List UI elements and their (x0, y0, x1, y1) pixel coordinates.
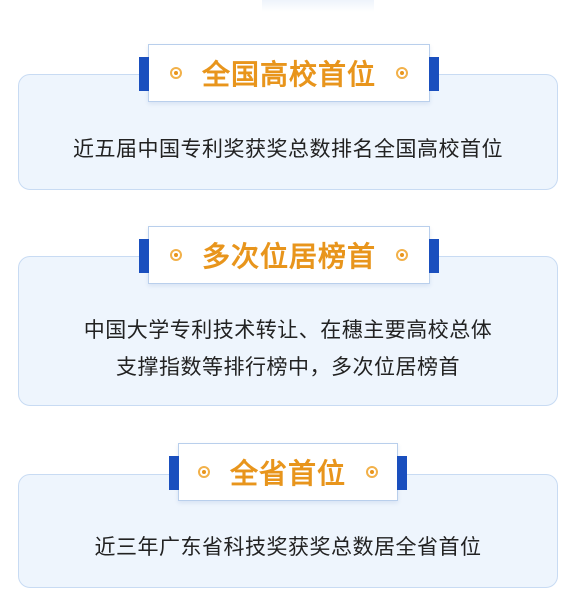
card-2-line-2: 支撑指数等排行榜中，多次位居榜首 (116, 355, 460, 379)
card-3-line-1: 近三年广东省科技奖获奖总数居全省首位 (94, 535, 482, 559)
card-1-line-1: 近五届中国专利奖获奖总数排名全国高校首位 (73, 137, 503, 161)
dot-right-icon (366, 466, 378, 478)
badge-1-title: 全国高校首位 (201, 58, 376, 91)
badge-3: 全省首位 (169, 443, 407, 501)
dot-right-icon (396, 67, 408, 79)
dot-left-icon (197, 466, 210, 478)
card-2-line-1: 中国大学专利技术转让、在穗主要高校总体 (83, 318, 493, 342)
badge-3-title: 全省首位 (229, 457, 346, 490)
badge-2-title: 多次位居榜首 (201, 240, 376, 273)
dot-left-icon (169, 249, 182, 261)
top-decoration (262, 0, 374, 12)
badge-2: 多次位居榜首 (139, 226, 439, 284)
dot-left-icon (169, 67, 182, 79)
dot-right-icon (396, 249, 408, 261)
badge-1: 全国高校首位 (139, 44, 439, 102)
